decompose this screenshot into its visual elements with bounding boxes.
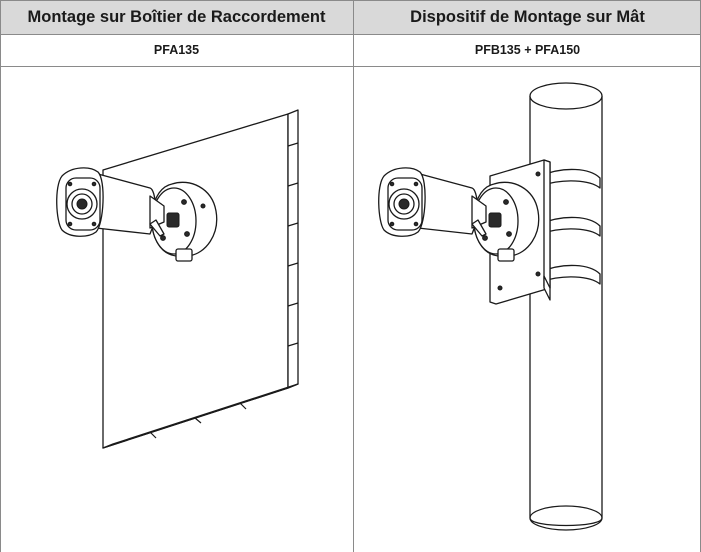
column-divider xyxy=(353,0,354,552)
bullet-camera xyxy=(378,167,487,237)
model-label-junction-box: PFA135 xyxy=(153,43,200,57)
pole-clamp-bands xyxy=(539,168,601,285)
bullet-camera xyxy=(56,167,165,237)
column-header-junction-box: Montage sur Boîtier de Raccordement xyxy=(0,0,353,34)
table-border-top xyxy=(0,0,701,1)
model-label-pole-mount: PFB135 + PFA150 xyxy=(474,43,581,57)
model-row-divider xyxy=(0,66,701,67)
table-border-left xyxy=(0,0,1,552)
wall-panel xyxy=(102,109,299,449)
column-header-pole-mount: Dispositif de Montage sur Mât xyxy=(354,0,701,34)
illustration-junction-box-mount xyxy=(0,66,353,552)
junction-box xyxy=(473,181,540,262)
illustration-pole-mount xyxy=(354,66,701,552)
pole xyxy=(529,82,603,531)
header-divider xyxy=(0,34,701,35)
